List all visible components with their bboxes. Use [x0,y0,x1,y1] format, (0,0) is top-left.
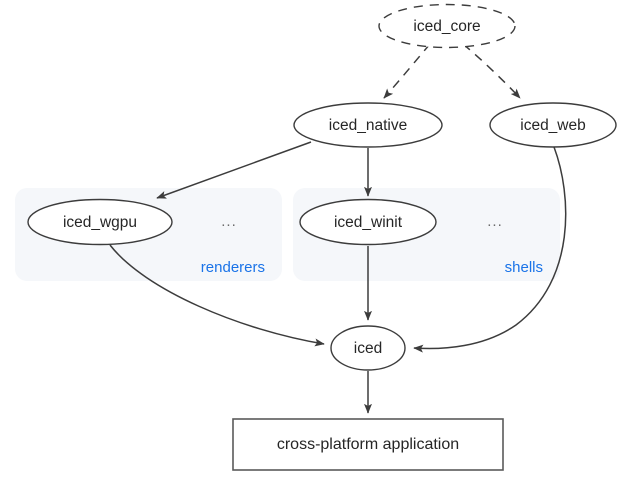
node-iced-core-label: iced_core [413,18,480,35]
edge-iced-wgpu-to-iced [109,244,325,347]
renderers-ellipsis-label: ... [221,213,237,230]
node-iced-web[interactable] [489,102,617,148]
node-iced-web-label: iced_web [520,117,586,134]
cluster-renderers-label: renderers [201,259,265,276]
node-application-label: cross-platform application [277,436,459,453]
node-iced-winit-label: iced_winit [334,214,403,231]
edge-iced-core-to-iced-web [462,43,521,99]
edge-iced-core-to-iced-native [383,43,431,99]
shells-ellipsis-label: ... [487,213,503,230]
node-iced-label: iced [354,340,382,357]
edge-iced-web-to-iced [413,146,567,353]
node-iced-wgpu[interactable] [27,198,173,246]
cluster-shells-label: shells [505,259,543,276]
node-iced[interactable] [330,325,406,371]
node-iced-wgpu-label: iced_wgpu [63,214,137,231]
node-iced-core[interactable] [378,3,516,49]
node-iced-native-label: iced_native [329,117,407,134]
node-application[interactable] [232,418,504,471]
node-iced-winit[interactable] [299,198,437,246]
edge-iced-native-to-iced-wgpu [156,141,312,199]
node-iced-native[interactable] [293,102,443,148]
